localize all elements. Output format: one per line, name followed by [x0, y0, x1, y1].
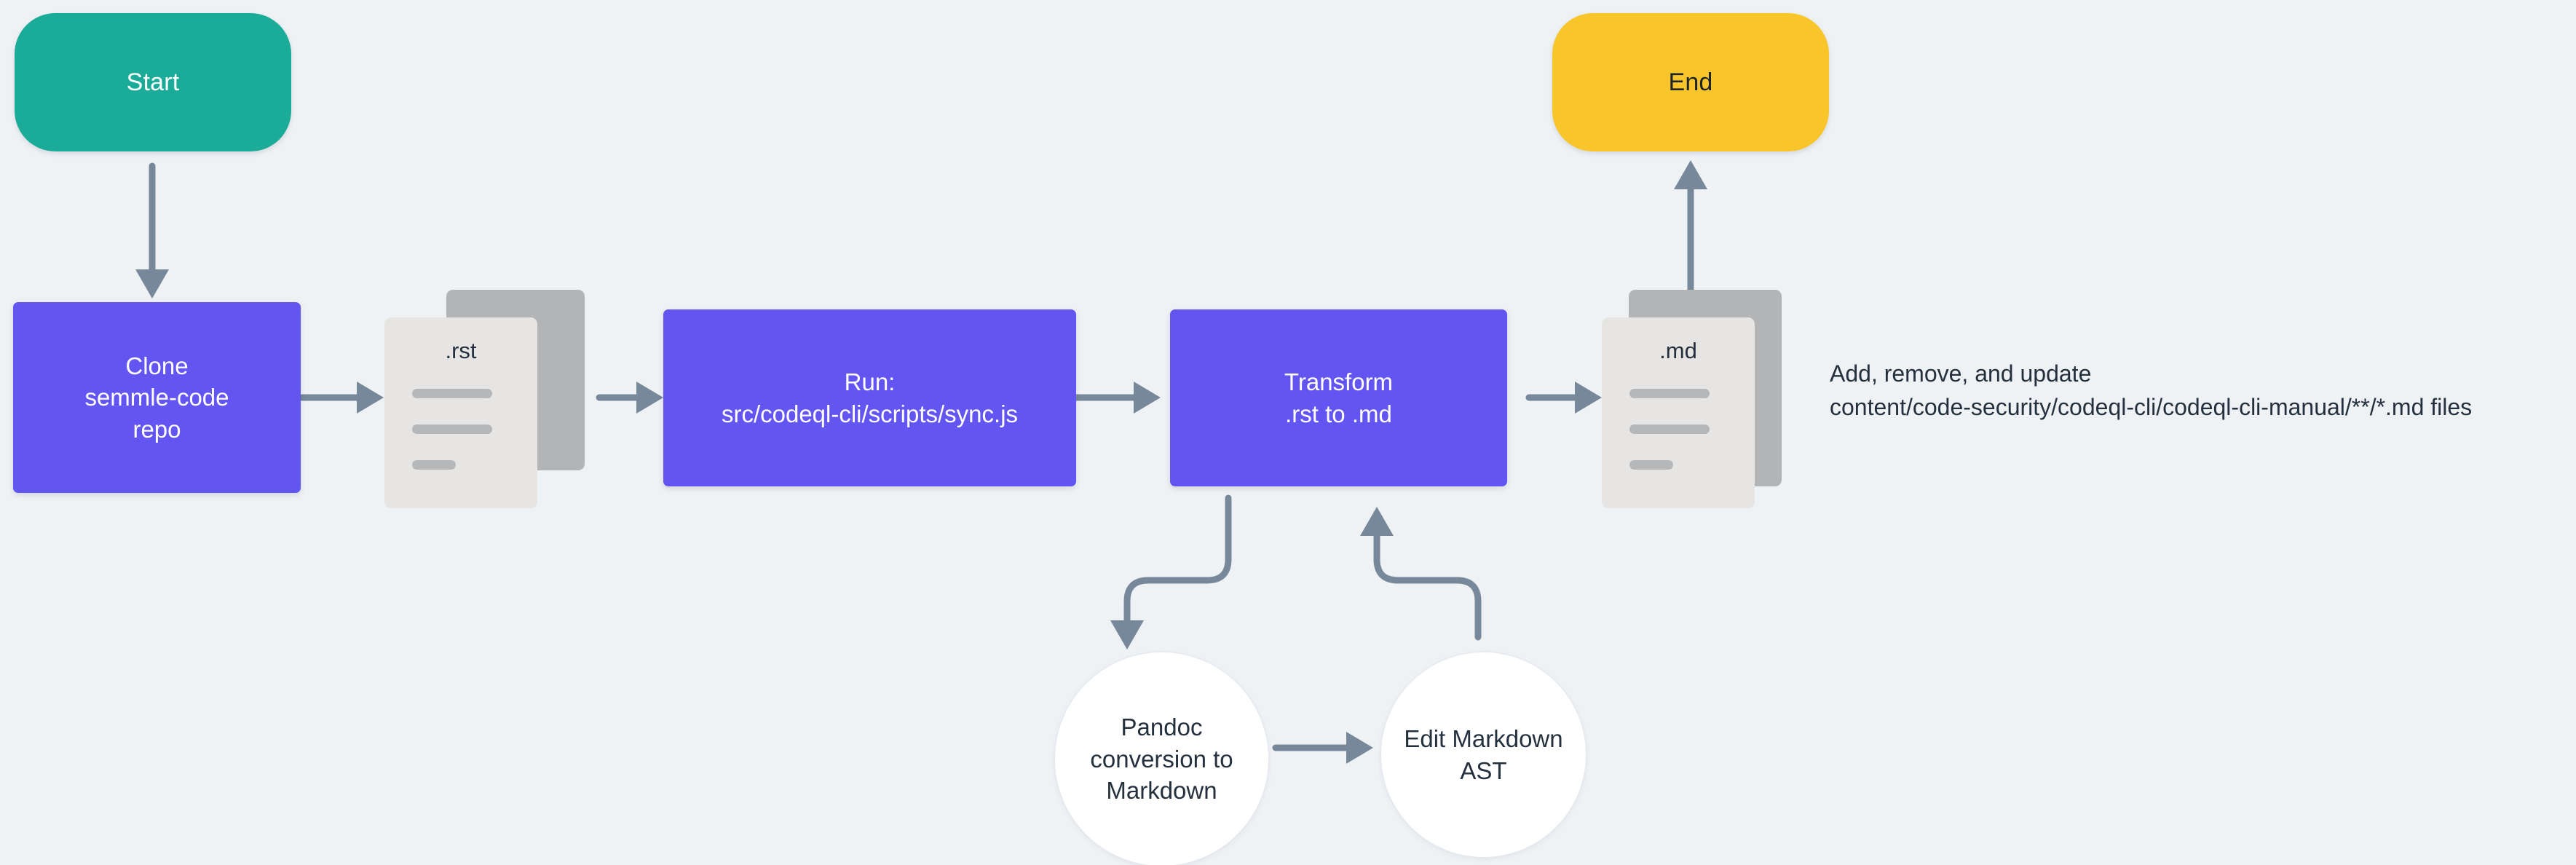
annotation-line-1: Add, remove, and update — [1830, 360, 2092, 387]
annotation-line-2: content/code-security/codeql-cli/codeql-… — [1830, 394, 2473, 421]
edge-md-to-end — [1674, 160, 1707, 295]
edge-edit-ast-to-transform — [1360, 507, 1482, 641]
node-clone-repo[interactable]: Clone semmle-code repo — [13, 302, 301, 493]
edge-start-to-clone — [135, 162, 169, 299]
node-pandoc-line-2: conversion to — [1090, 745, 1233, 773]
md-bar-3 — [1629, 460, 1673, 470]
node-transform-rst-to-md[interactable]: Transform .rst to .md — [1170, 309, 1507, 486]
edge-rst-to-run — [596, 382, 663, 414]
node-pandoc-line-1: Pandoc — [1121, 714, 1203, 741]
rst-document-icon: .rst — [384, 290, 599, 508]
node-end[interactable]: End — [1552, 13, 1829, 151]
md-page-front: .md — [1602, 317, 1755, 508]
node-end-label: End — [1668, 68, 1713, 96]
edge-transform-to-pandoc — [1110, 494, 1232, 649]
edge-clone-to-rst — [297, 382, 384, 414]
node-clone-line-2: semmle-code — [84, 384, 229, 411]
rst-document-label: .rst — [445, 338, 477, 363]
rst-bar-1 — [412, 389, 492, 398]
md-bar-2 — [1629, 424, 1710, 434]
rst-bar-2 — [412, 424, 492, 434]
node-run-line-1: Run: — [844, 368, 896, 395]
edge-run-to-transform — [1072, 382, 1161, 414]
node-edit-ast-line-2: AST — [1460, 757, 1507, 784]
edge-transform-to-md — [1525, 382, 1602, 414]
md-document-label: .md — [1659, 338, 1697, 363]
node-run-line-2: src/codeql-cli/scripts/sync.js — [721, 400, 1019, 427]
annotation-md-files: Add, remove, and update content/code-sec… — [1830, 357, 2472, 424]
node-edit-markdown-ast[interactable]: Edit Markdown AST — [1380, 652, 1587, 858]
node-edit-ast-line-1: Edit Markdown — [1404, 724, 1563, 752]
node-pandoc-line-3: Markdown — [1106, 777, 1217, 805]
node-transform-line-2: .rst to .md — [1285, 400, 1392, 427]
rst-page-front: .rst — [384, 317, 537, 508]
edge-pandoc-to-edit-ast — [1272, 732, 1373, 764]
node-transform-line-1: Transform — [1284, 368, 1394, 395]
node-start-label: Start — [126, 68, 180, 96]
node-clone-line-3: repo — [133, 415, 181, 443]
md-document-icon: .md — [1602, 290, 1817, 508]
node-clone-line-1: Clone — [125, 352, 189, 379]
md-bar-1 — [1629, 389, 1710, 398]
node-pandoc-conversion[interactable]: Pandoc conversion to Markdown — [1054, 652, 1269, 865]
node-run-sync-script[interactable]: Run: src/codeql-cli/scripts/sync.js — [663, 309, 1076, 486]
node-start[interactable]: Start — [15, 13, 291, 151]
rst-bar-3 — [412, 460, 456, 470]
